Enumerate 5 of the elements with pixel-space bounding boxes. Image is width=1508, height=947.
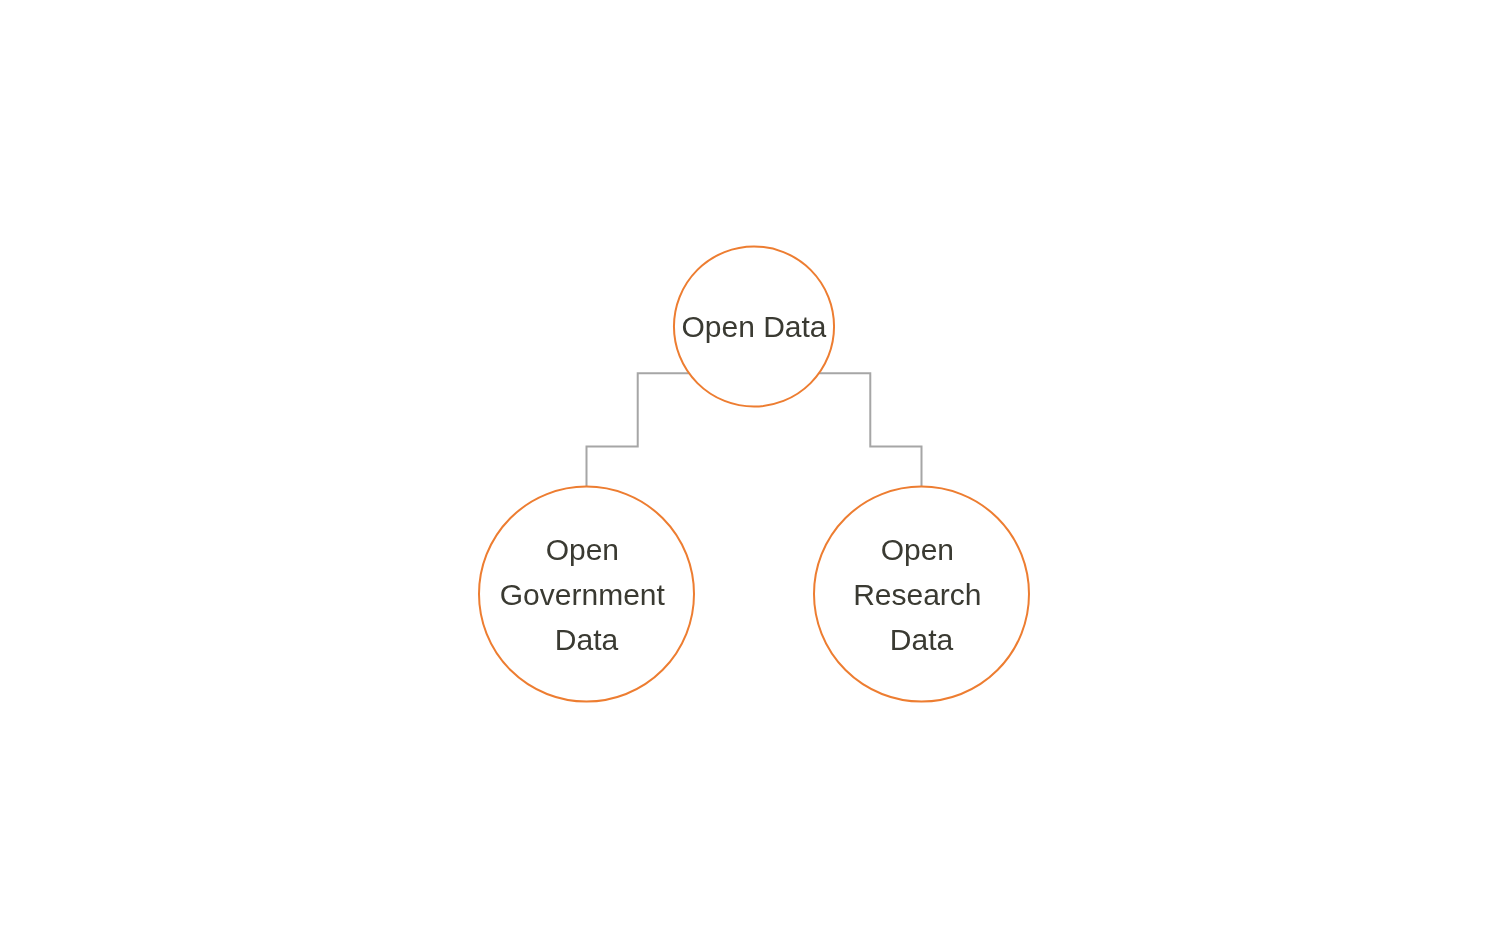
- connector: [818, 371, 923, 488]
- connector: [585, 371, 690, 488]
- node-circle: Open Data: [672, 244, 836, 408]
- node-circle: Open Government Data: [478, 485, 695, 703]
- node-circle: Open Research Data: [813, 485, 1030, 703]
